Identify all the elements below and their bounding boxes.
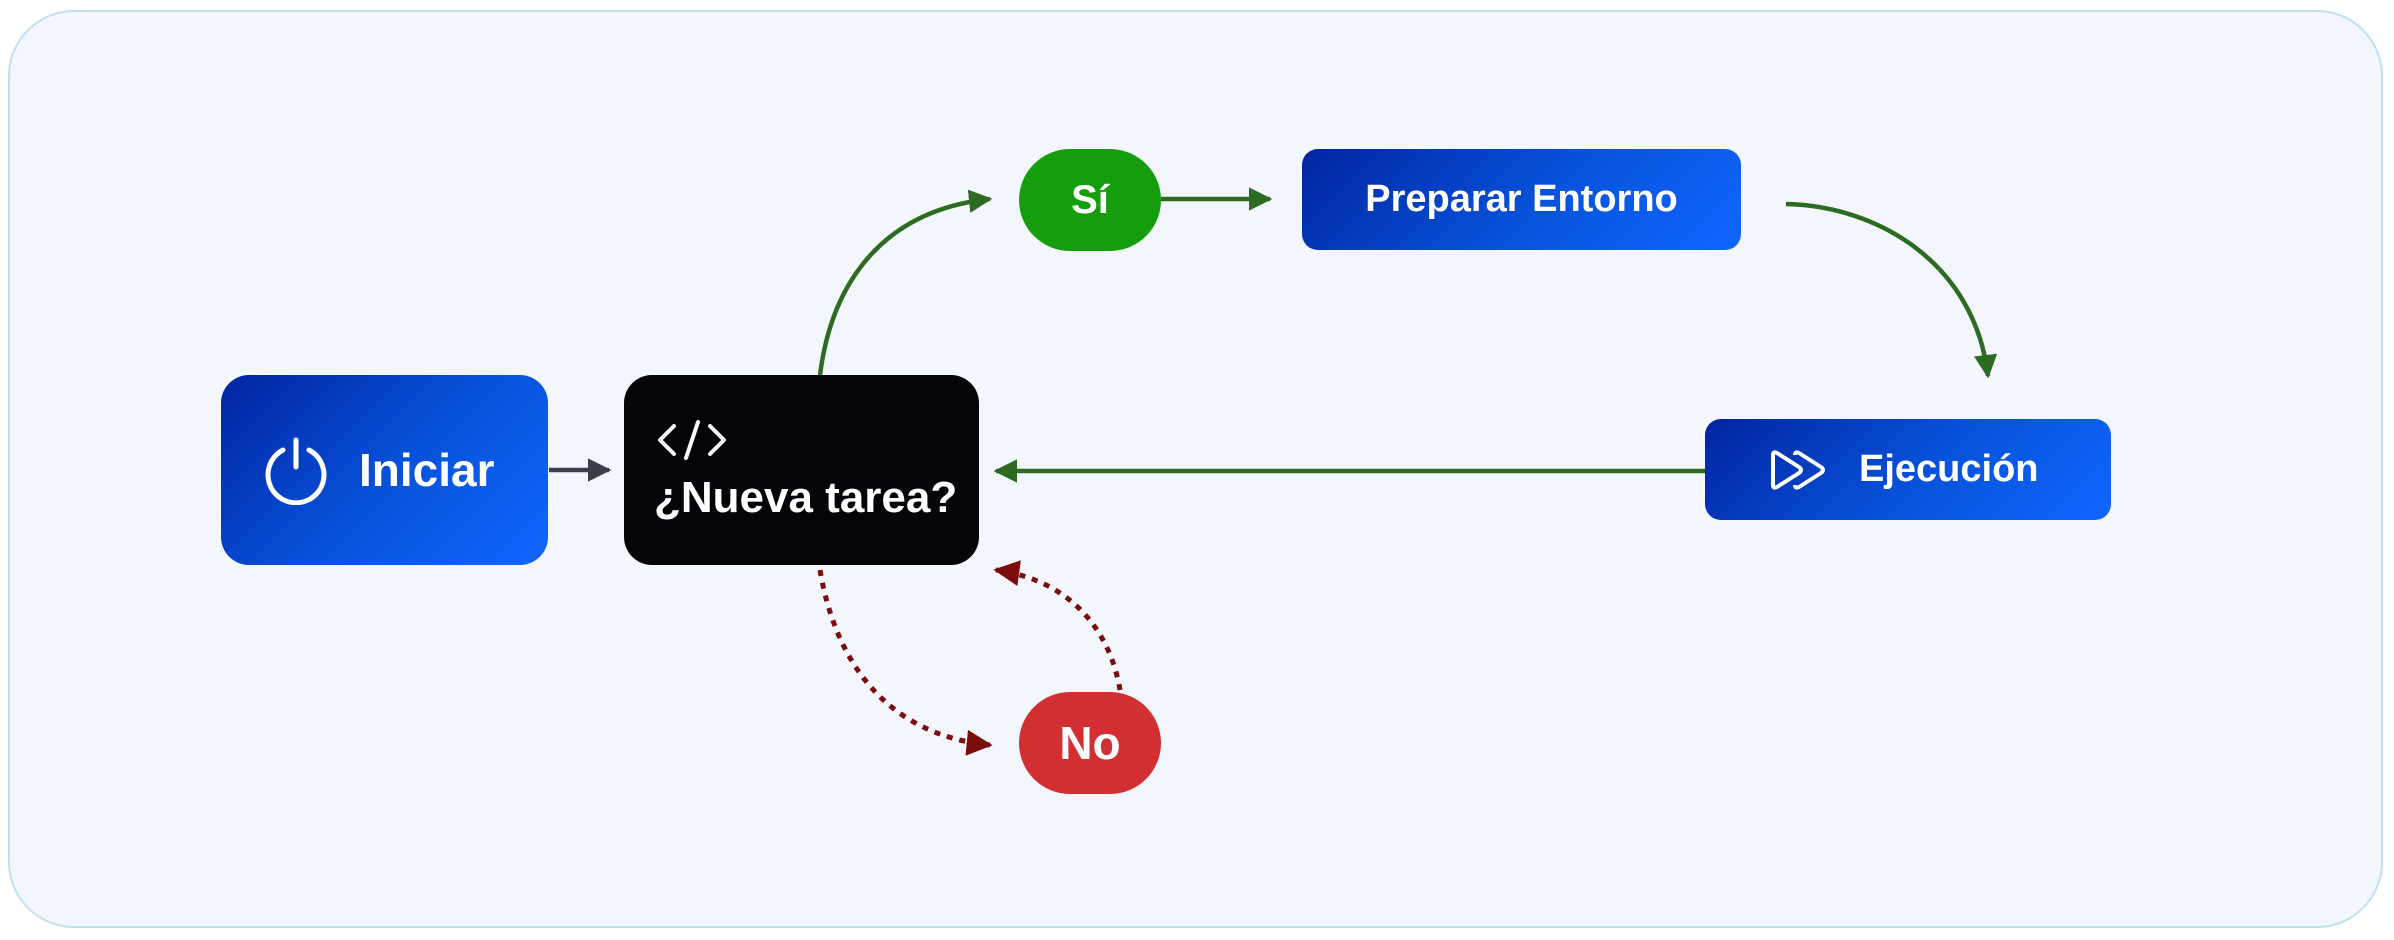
power-icon bbox=[261, 435, 331, 505]
yes-node-label: Sí bbox=[1071, 177, 1109, 222]
decision-node: ¿Nueva tarea? bbox=[624, 375, 979, 565]
code-icon bbox=[654, 417, 730, 463]
no-node: No bbox=[1019, 692, 1161, 794]
decision-node-label: ¿Nueva tarea? bbox=[654, 473, 958, 522]
prepare-environment-label: Preparar Entorno bbox=[1365, 178, 1678, 220]
no-node-label: No bbox=[1059, 717, 1121, 769]
execution-node: Ejecución bbox=[1705, 419, 2111, 520]
start-node-label: Iniciar bbox=[359, 444, 495, 496]
execution-node-label: Ejecución bbox=[1859, 448, 2039, 490]
prepare-environment-node: Preparar Entorno bbox=[1302, 149, 1741, 250]
fast-forward-icon bbox=[1767, 447, 1831, 493]
yes-node: Sí bbox=[1019, 149, 1161, 251]
start-node: Iniciar bbox=[221, 375, 548, 565]
edge-prepare-to-run bbox=[1785, 201, 1998, 379]
edge-decision-to-no bbox=[817, 569, 993, 756]
edge-decision-to-yes bbox=[817, 189, 993, 376]
edge-no-to-decision bbox=[993, 560, 1123, 691]
